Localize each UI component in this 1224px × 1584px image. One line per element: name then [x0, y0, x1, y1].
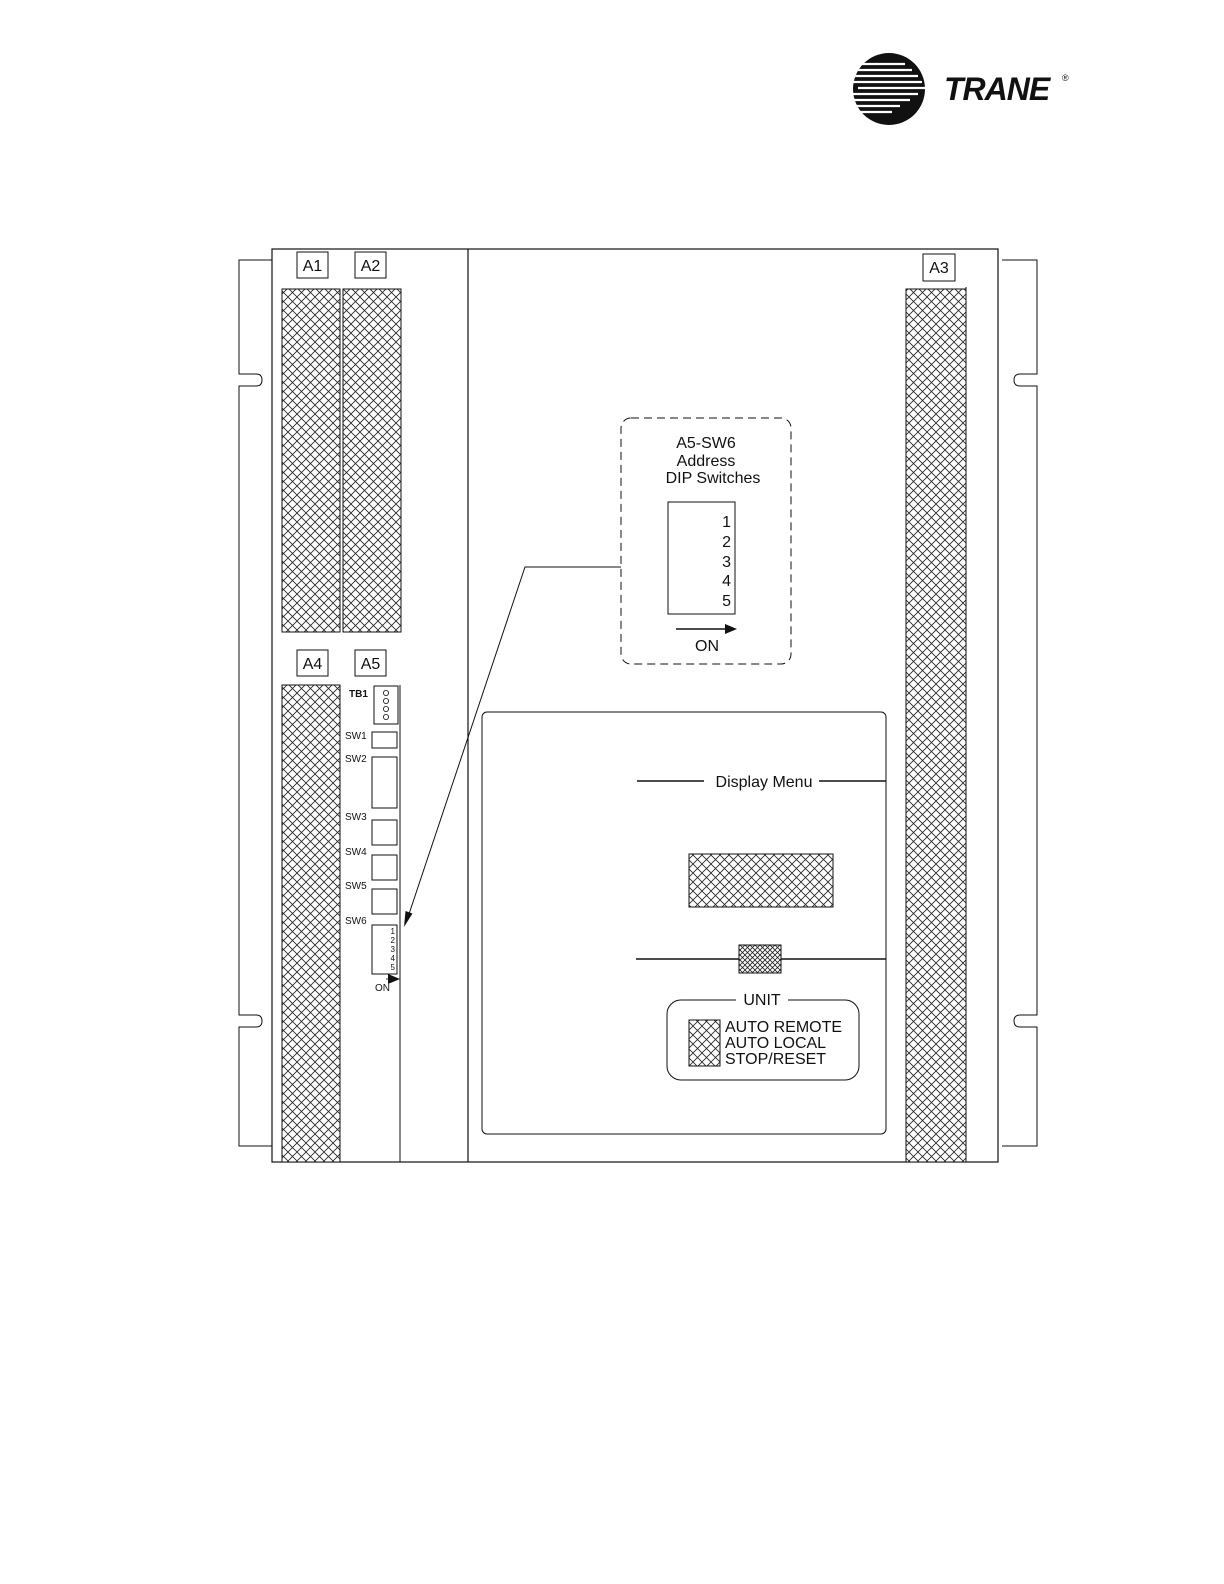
- sw1-switch[interactable]: [372, 732, 397, 748]
- display-key-button[interactable]: [739, 945, 781, 973]
- display-menu-label: Display Menu: [716, 774, 813, 791]
- callout-dip-number: 3: [722, 554, 731, 571]
- dip-switch-callout: A5-SW6 Address DIP Switches 1 2 3 4 5 ON: [621, 418, 791, 664]
- label-a2-text: A2: [361, 258, 381, 275]
- module-label-a3: A3: [923, 254, 955, 281]
- mode-auto-remote: AUTO REMOTE: [725, 1019, 842, 1036]
- unit-mode-selector: UNIT AUTO REMOTE AUTO LOCAL STOP/RESET: [667, 992, 859, 1080]
- label-a3-text: A3: [929, 260, 949, 277]
- label-a5-text: A5: [361, 656, 381, 673]
- sw3-label: SW3: [345, 812, 367, 823]
- callout-title-line3: DIP Switches: [666, 470, 761, 487]
- sw6-dip-numbers: 1 2 3 4 5: [391, 927, 396, 972]
- trane-logo-emblem-icon: [850, 53, 925, 125]
- module-label-a5: A5: [355, 650, 386, 676]
- module-label-a4: A4: [297, 650, 328, 676]
- callout-dip-number: 5: [722, 593, 731, 610]
- callout-title-line1: A5-SW6: [676, 435, 736, 452]
- sw6-label: SW6: [345, 916, 367, 927]
- callout-dip-number: 4: [722, 573, 731, 590]
- registered-mark: ®: [1062, 73, 1069, 83]
- sw4-switch[interactable]: [372, 855, 397, 880]
- module-a2-board: [343, 289, 401, 632]
- callout-title-line2: Address: [677, 453, 736, 470]
- sw6-on-label: ON: [375, 983, 390, 994]
- callout-dip-numbers: 1 2 3 4 5: [722, 514, 731, 610]
- callout-dip-number: 1: [722, 514, 731, 531]
- callout-leader-arrowhead-icon: [404, 911, 413, 927]
- sw3-switch[interactable]: [372, 820, 397, 845]
- callout-on-label: ON: [695, 638, 719, 655]
- right-mounting-bracket: [1002, 260, 1037, 1146]
- mode-stop-reset: STOP/RESET: [725, 1051, 826, 1068]
- sw6-dip-number: 2: [391, 936, 396, 945]
- sw6-dip-number: 1: [391, 927, 396, 936]
- unit-mode-switch[interactable]: [689, 1020, 720, 1066]
- a5-board: TB1 SW1 SW2 SW3 SW4 SW5 SW6 1 2 3 4 5 ON: [345, 686, 398, 994]
- label-a1-text: A1: [303, 258, 323, 275]
- module-label-a1: A1: [297, 252, 328, 278]
- display-screen: [689, 854, 833, 907]
- brand-name: TRANE: [944, 71, 1052, 107]
- mode-auto-local: AUTO LOCAL: [725, 1035, 826, 1052]
- module-a4-board: [282, 685, 340, 1162]
- tb1-label: TB1: [349, 689, 368, 700]
- display-panel: Display Menu UNIT AUTO REMOTE AUTO LOCAL…: [482, 712, 886, 1134]
- sw2-label: SW2: [345, 754, 367, 765]
- module-label-a2: A2: [355, 252, 386, 278]
- sw6-dip-number: 5: [391, 963, 396, 972]
- trane-logo: TRANE ®: [850, 53, 1069, 125]
- sw2-switch[interactable]: [372, 757, 397, 808]
- sw1-label: SW1: [345, 731, 367, 742]
- tb1-terminal-block: [374, 686, 398, 724]
- sw4-label: SW4: [345, 847, 367, 858]
- left-mounting-bracket: [239, 260, 272, 1146]
- module-a1-board: [282, 289, 340, 632]
- sw5-switch[interactable]: [372, 889, 397, 914]
- sw6-dip-number: 4: [391, 954, 396, 963]
- sw6-dip-number: 3: [391, 945, 396, 954]
- callout-dip-number: 2: [722, 534, 731, 551]
- module-a3-board: [906, 289, 966, 1162]
- unit-label: UNIT: [743, 992, 781, 1009]
- sw5-label: SW5: [345, 881, 367, 892]
- label-a4-text: A4: [303, 656, 323, 673]
